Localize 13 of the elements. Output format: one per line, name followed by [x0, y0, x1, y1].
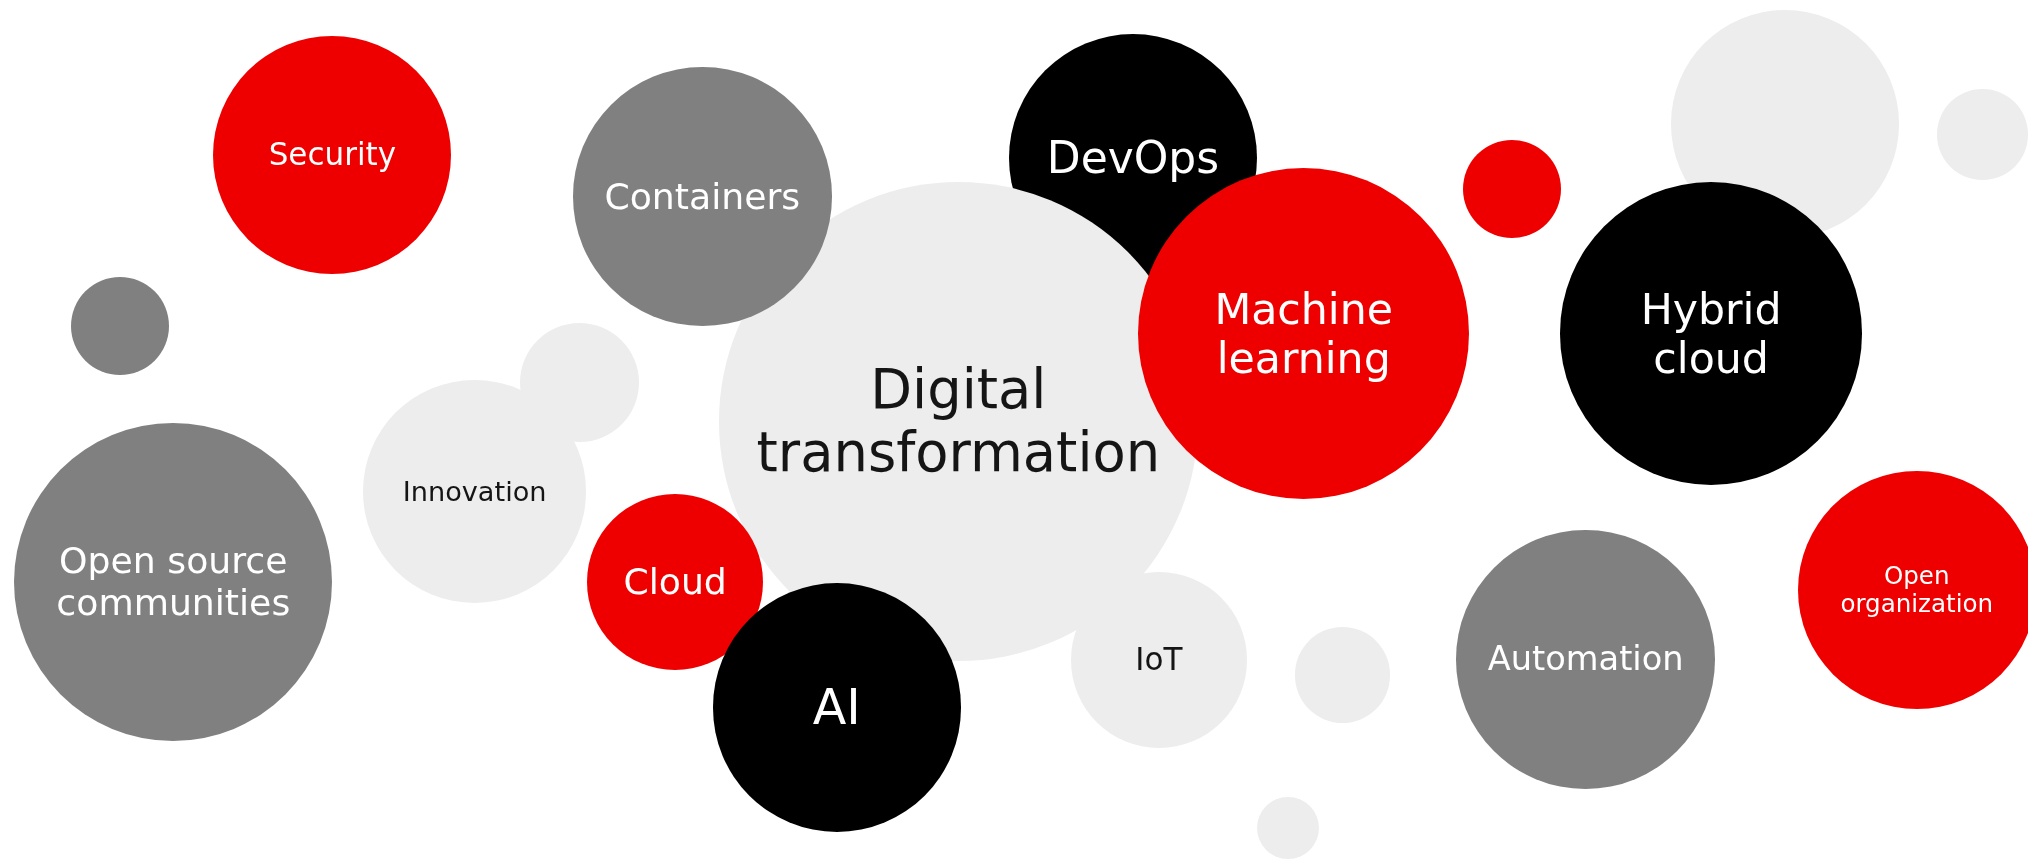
- topic-label: AI: [811, 679, 862, 736]
- topic-label: Open source communities: [55, 540, 292, 624]
- topic-label: IoT: [1134, 641, 1184, 678]
- topic-label: Hybrid cloud: [1639, 284, 1783, 383]
- topic-label: Open organization: [1839, 561, 1995, 618]
- topic-label: Innovation: [401, 475, 548, 508]
- topic-label: Digital transformation: [755, 359, 1162, 485]
- topic-label: Cloud: [622, 561, 728, 603]
- topic-label: Automation: [1486, 640, 1685, 679]
- topic-label: DevOps: [1045, 132, 1221, 184]
- topic-label: Machine learning: [1213, 284, 1394, 383]
- topic-label: Security: [267, 137, 398, 174]
- topic-label: Containers: [603, 175, 802, 218]
